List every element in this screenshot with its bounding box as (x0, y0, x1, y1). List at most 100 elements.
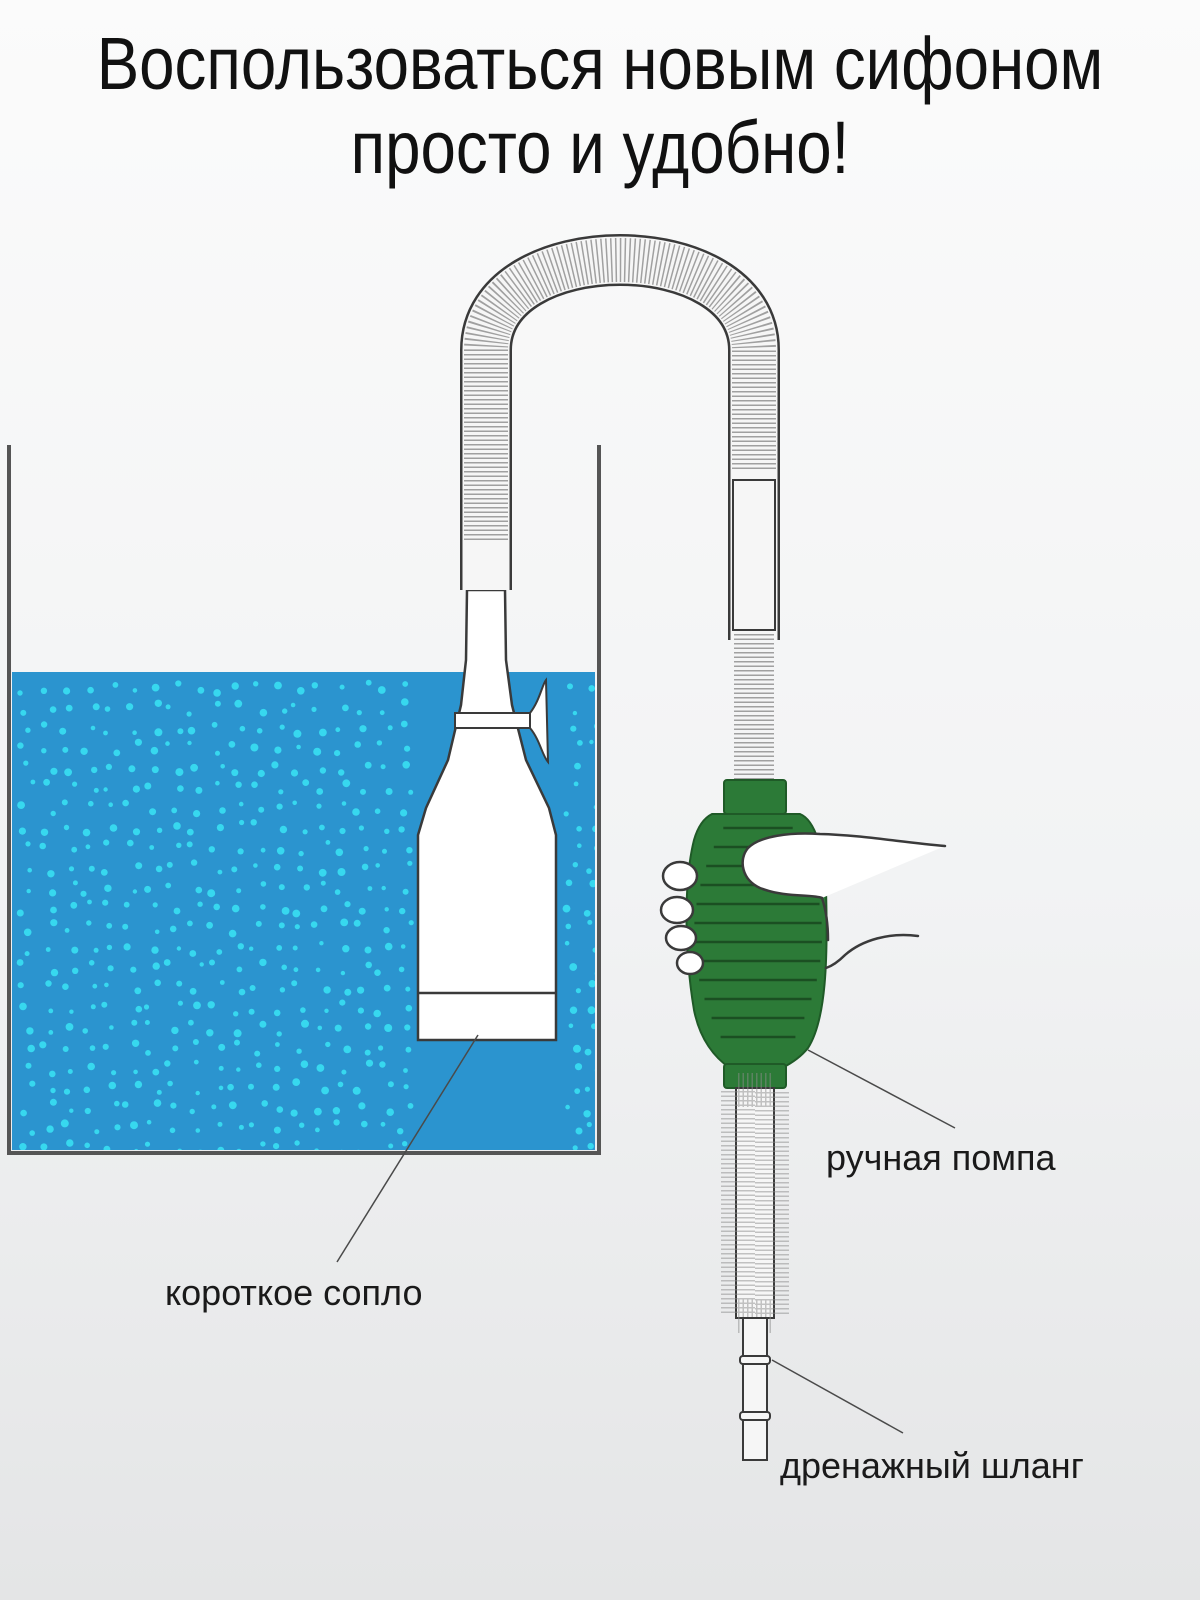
bubble (234, 699, 243, 708)
bubble (80, 890, 87, 897)
bubble (358, 825, 364, 831)
bubble (381, 885, 386, 891)
bubble (313, 747, 322, 756)
bubble (156, 827, 163, 833)
bubble (39, 1041, 47, 1049)
bubble (143, 1004, 150, 1010)
drain-hose (721, 1073, 789, 1461)
bubble (319, 824, 325, 831)
bubble (134, 987, 142, 995)
thumb (741, 832, 947, 900)
bubble (90, 1004, 96, 1010)
bubble (364, 1023, 372, 1030)
bubble (353, 919, 361, 927)
bubble (156, 1089, 162, 1095)
bubble (591, 1023, 595, 1030)
bubble (377, 686, 386, 694)
bubble (102, 899, 109, 906)
bubble (17, 690, 23, 696)
bubble (87, 686, 94, 694)
bubble (20, 709, 27, 716)
bubble (228, 1101, 237, 1110)
bubble (384, 1024, 393, 1032)
bubble (207, 1001, 215, 1009)
bubble (294, 924, 300, 930)
bubble (46, 1125, 54, 1133)
bubble (47, 870, 55, 878)
bubble (342, 945, 350, 953)
bubble (341, 801, 347, 806)
bubble (50, 1087, 56, 1094)
bubble (573, 781, 579, 787)
bubble (588, 685, 595, 692)
bubble (133, 1069, 138, 1075)
bubble (100, 869, 108, 876)
bubble (216, 949, 223, 955)
bubble (25, 727, 31, 733)
bubble (193, 1001, 201, 1010)
bubble (16, 959, 24, 966)
bubble (583, 910, 591, 917)
bubble (572, 862, 578, 868)
bubble (26, 1027, 34, 1035)
bubble (71, 946, 79, 954)
bubble (50, 767, 58, 775)
bubble (176, 946, 182, 951)
bubble (231, 866, 238, 873)
bubble (311, 706, 317, 713)
bubble (103, 839, 110, 846)
bubble (63, 1088, 71, 1095)
bubble (249, 985, 256, 991)
bubble (400, 944, 406, 949)
bubble (103, 787, 108, 792)
bubble (385, 788, 393, 795)
bubble (235, 781, 242, 788)
bubble (404, 745, 411, 752)
bubble (293, 967, 299, 973)
bubble (407, 1103, 414, 1109)
bubble (352, 1086, 361, 1095)
bubble (186, 841, 193, 848)
bubble (167, 1080, 173, 1087)
bubble (231, 769, 239, 777)
bubble (316, 788, 324, 795)
bubble (88, 800, 94, 807)
bubble (105, 763, 112, 771)
bubble (128, 765, 136, 773)
bubble (565, 879, 573, 887)
bubble (60, 1119, 69, 1128)
bubble (323, 986, 331, 994)
bubble (375, 863, 381, 868)
bubble (575, 1127, 583, 1135)
bubble (104, 884, 112, 892)
bubble (319, 728, 327, 737)
bubble (400, 720, 408, 728)
bubble (66, 1139, 74, 1147)
bubble (282, 708, 288, 714)
bubble (193, 810, 201, 818)
bubble (48, 1030, 54, 1035)
bubble (279, 987, 286, 993)
bubble (357, 1007, 364, 1014)
bubble (206, 1029, 214, 1037)
bubble (383, 927, 390, 934)
bubble (122, 799, 129, 807)
bubble (337, 1081, 344, 1088)
hand-back (820, 896, 920, 970)
bubble (290, 702, 296, 708)
bubble (276, 803, 283, 810)
bubble (187, 726, 196, 735)
bubble (172, 1045, 179, 1052)
bubble (218, 1065, 224, 1071)
bubble (354, 741, 362, 748)
bubble (25, 841, 31, 847)
leader-line-drain (771, 1359, 904, 1434)
bubble (584, 1048, 592, 1056)
bubble (70, 901, 78, 909)
bubble (359, 725, 367, 733)
bubble (219, 807, 226, 814)
bubble (220, 764, 225, 769)
bubble (195, 1090, 200, 1096)
bubble (131, 1019, 138, 1026)
bubble (594, 1069, 595, 1072)
